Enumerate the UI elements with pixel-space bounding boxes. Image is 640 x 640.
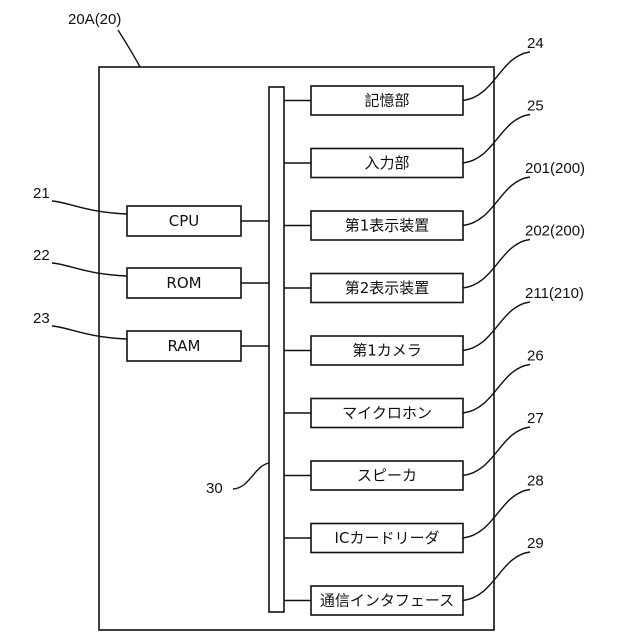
camera1-label: 第1カメラ: [352, 342, 422, 360]
cpu-ref-label: 21: [33, 185, 50, 202]
speaker-ref-label: 27: [527, 410, 544, 427]
rom-ref-label: 22: [33, 247, 50, 264]
display1-ref-label: 201(200): [525, 160, 585, 177]
storage-label: 記憶部: [364, 92, 409, 110]
ram-label: RAM: [167, 337, 200, 355]
storage-ref-label: 24: [527, 35, 544, 52]
system-bus: [269, 87, 284, 612]
bus-ref-label: 30: [206, 480, 223, 497]
rom-label: ROM: [166, 274, 201, 292]
comm-interface-label: 通信インタフェース: [320, 592, 454, 610]
display2-label: 第2表示装置: [345, 279, 430, 297]
ic-card-reader-label: ICカードリーダ: [335, 529, 440, 547]
camera1-ref-label: 211(210): [525, 285, 584, 302]
left-components: CPU 21ROM 22RAM 23: [33, 185, 269, 361]
input-ref-label: 25: [527, 98, 544, 115]
microphone-label: マイクロホン: [342, 404, 432, 422]
display1-label: 第1表示装置: [345, 217, 430, 235]
comm-interface-ref-label: 29: [527, 535, 544, 552]
microphone-ref-label: 26: [527, 348, 544, 365]
ic-card-reader-ref-label: 28: [527, 473, 544, 490]
input-label: 入力部: [364, 154, 409, 172]
cpu-label: CPU: [169, 212, 200, 230]
device-ref-label: 20A(20): [68, 11, 121, 28]
display2-ref-label: 202(200): [525, 223, 585, 240]
ram-ref-label: 23: [33, 310, 50, 327]
speaker-label: スピーカ: [357, 467, 417, 485]
device-ref-leader: [118, 30, 140, 67]
